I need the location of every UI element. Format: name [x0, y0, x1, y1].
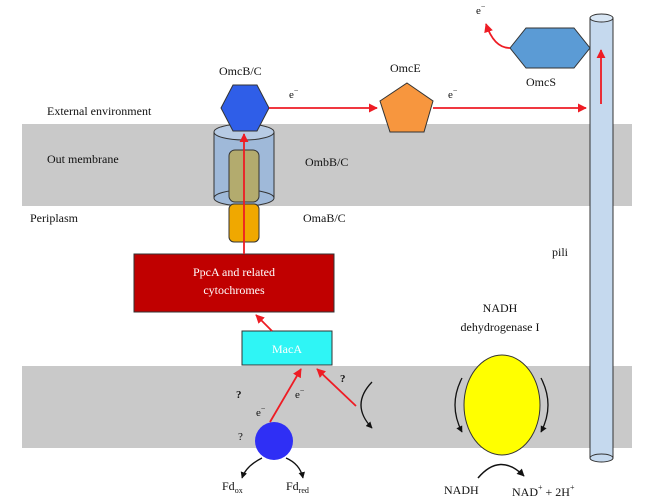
arrow-omcs-out — [484, 23, 511, 49]
nadh-dehydrogenase-ellipse — [463, 354, 541, 456]
omce-label: OmcE — [390, 61, 421, 75]
maca-label: MacA — [272, 342, 302, 356]
nadh-dh-left-curve-arrow — [454, 377, 463, 433]
out-membrane-label: Out membrane — [47, 152, 119, 166]
arrow-right-to-maca — [316, 368, 357, 407]
outer-membrane-band — [22, 124, 632, 206]
electron-label-fd: e− — [256, 404, 266, 419]
omce-pentagon — [379, 82, 434, 133]
external-environment-label: External environment — [47, 104, 152, 118]
fd-ox-label: Fdox — [222, 479, 243, 495]
ombbc-label: OmbB/C — [305, 155, 348, 169]
electron-flow-arrows — [239, 23, 606, 423]
electron-label-top: e− — [476, 2, 486, 17]
membrane-curve-arrow — [360, 381, 373, 429]
pili-label: pili — [552, 245, 569, 259]
nadh-dh-right-curve-arrow — [540, 377, 549, 433]
maca-box — [241, 330, 333, 366]
ppca-box — [133, 253, 335, 313]
arrow-maca-to-ppca — [255, 314, 273, 332]
electron-label-omcb: e− — [289, 86, 299, 101]
electron-label-omce: e− — [448, 86, 458, 101]
nadh-bottom-label: NADH — [444, 483, 479, 497]
nadh-dh-label-line1: NADH — [483, 301, 518, 315]
question-mark-3: ? — [340, 373, 346, 385]
fd-right-curve-arrow — [285, 457, 305, 479]
nadh-dh-label-line2: dehydrogenase I — [461, 320, 540, 334]
omabc-label: OmaB/C — [303, 211, 346, 225]
fd-ball — [255, 422, 293, 460]
omcbc-label: OmcB/C — [219, 64, 262, 78]
fd-left-curve-arrow — [240, 457, 263, 479]
ppca-label-line1: PpcA and related — [193, 265, 275, 279]
electron-label-maca: e− — [295, 386, 305, 401]
question-mark-1: ? — [236, 389, 242, 401]
question-mark-2: ? — [238, 431, 243, 443]
nad-product-label: NAD+ + 2H+ — [512, 483, 575, 499]
omcs-hexagon — [509, 27, 591, 69]
nadh-conversion-arrow — [477, 463, 525, 479]
ppca-label-line2: cytochromes — [203, 283, 265, 297]
pili — [589, 13, 614, 463]
periplasm-label: Periplasm — [30, 211, 79, 225]
omcs-label: OmcS — [526, 75, 556, 89]
fd-red-label: Fdred — [286, 479, 309, 495]
arrow-fd-to-maca — [269, 368, 302, 423]
